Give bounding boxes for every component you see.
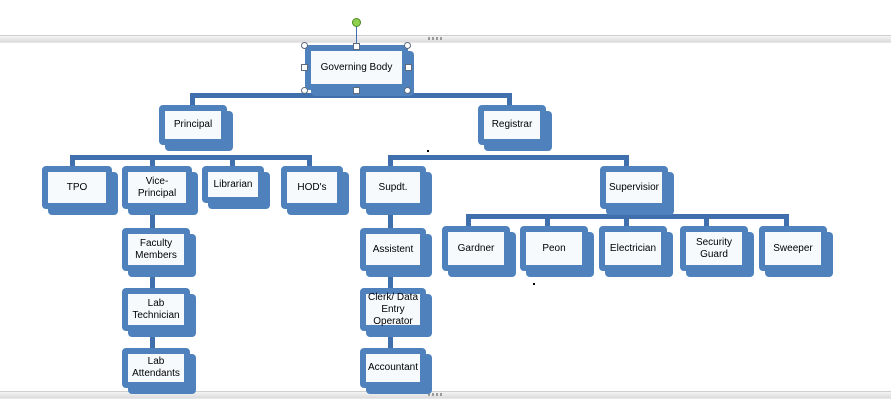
node-sweeper[interactable]: Sweeper [759,226,833,277]
node-registrar[interactable]: Registrar [478,105,552,151]
top-ruler [0,35,891,43]
node-label: Lab Attendants [132,356,180,379]
connector-hods-up [307,155,312,168]
node-lab-technician[interactable]: Lab Technician [122,288,196,337]
node-tpo[interactable]: TPO [42,166,118,215]
connector-librarian-up [230,155,235,168]
node-faculty-members[interactable]: Faculty Members [122,228,196,277]
selection-handle-top-left[interactable] [301,42,308,49]
node-label: Supervisior [608,181,660,193]
selection-handle-bottom-left[interactable] [301,87,308,94]
selection-handle-top[interactable] [353,43,360,50]
node-librarian[interactable]: Librarian [202,166,270,209]
connector-principal-bar [70,155,312,160]
node-label: Assistent [372,243,414,255]
connector-electrician-up [624,214,629,228]
node-label: Electrician [609,242,657,254]
node-gardner[interactable]: Gardner [442,226,516,277]
node-label: Gardner [457,242,495,254]
connector-supdt-down-1 [388,210,393,228]
node-supervisor[interactable]: Supervisior [600,166,674,215]
top-ruler-grip[interactable] [428,37,442,40]
node-label: Lab Technician [132,297,180,321]
node-label: TPO [66,181,88,193]
node-label: Clerk/ Data Entry Operator [367,291,418,327]
connector-sweeper-up [784,214,789,228]
node-label: Faculty Members [135,237,177,261]
selection-handle-bottom-right[interactable] [404,87,411,94]
connector-vice-down-2 [150,270,155,288]
connector-supdt-down-2 [388,270,393,288]
connector-supdt-down-3 [388,330,393,348]
selection-handle-left[interactable] [301,64,308,71]
node-label: Supdt. [378,181,408,193]
node-assistent[interactable]: Assistent [360,228,432,277]
connector-tpo-up [70,155,75,168]
node-label: Vice- Principal [137,175,177,199]
selection-handle-bottom[interactable] [353,87,360,94]
connector-gardner-up [466,214,471,228]
node-lab-attendants[interactable]: Lab Attendants [122,348,196,394]
node-governing-body[interactable]: Governing Body [305,45,414,96]
connector-vice-up [150,155,155,168]
connector-supdt-up [388,155,393,168]
connector-registrar-bar [388,155,629,160]
selection-handle-right[interactable] [405,64,412,71]
node-security-guard[interactable]: Security Guard [680,226,754,277]
connector-supervisor-up [624,155,629,168]
bottom-ruler-grip[interactable] [428,393,442,396]
rotation-handle-stem [356,27,357,45]
node-vice-principal[interactable]: Vice- Principal [122,166,198,215]
node-principal[interactable]: Principal [159,105,233,151]
connector-vice-down-1 [150,210,155,228]
node-electrician[interactable]: Electrician [599,226,673,277]
node-label: Governing Body [320,61,393,73]
selection-handle-top-right[interactable] [404,42,411,49]
connector-registrar-up [507,93,512,107]
stray-dot [427,150,429,152]
node-supdt[interactable]: Supdt. [360,166,432,215]
node-label: Librarian [213,178,253,190]
bottom-ruler [0,391,891,399]
node-label: Peon [542,242,566,254]
node-label: HOD's [297,181,327,193]
connector-principal-up [190,93,195,107]
node-peon[interactable]: Peon [520,226,594,277]
node-label: Accountant [367,362,419,373]
connector-security-up [704,214,709,228]
node-label: Registrar [491,119,533,130]
node-clerk-data-entry-operator[interactable]: Clerk/ Data Entry Operator [360,288,432,337]
node-accountant[interactable]: Accountant [360,348,432,394]
stray-dot [533,283,535,285]
node-label: Security Guard [695,236,733,260]
connector-vice-down-3 [150,330,155,348]
connector-peon-up [545,214,550,228]
rotation-handle[interactable] [352,18,361,27]
node-hods[interactable]: HOD's [281,166,349,215]
node-label: Sweeper [773,242,813,254]
node-label: Principal [173,119,213,130]
